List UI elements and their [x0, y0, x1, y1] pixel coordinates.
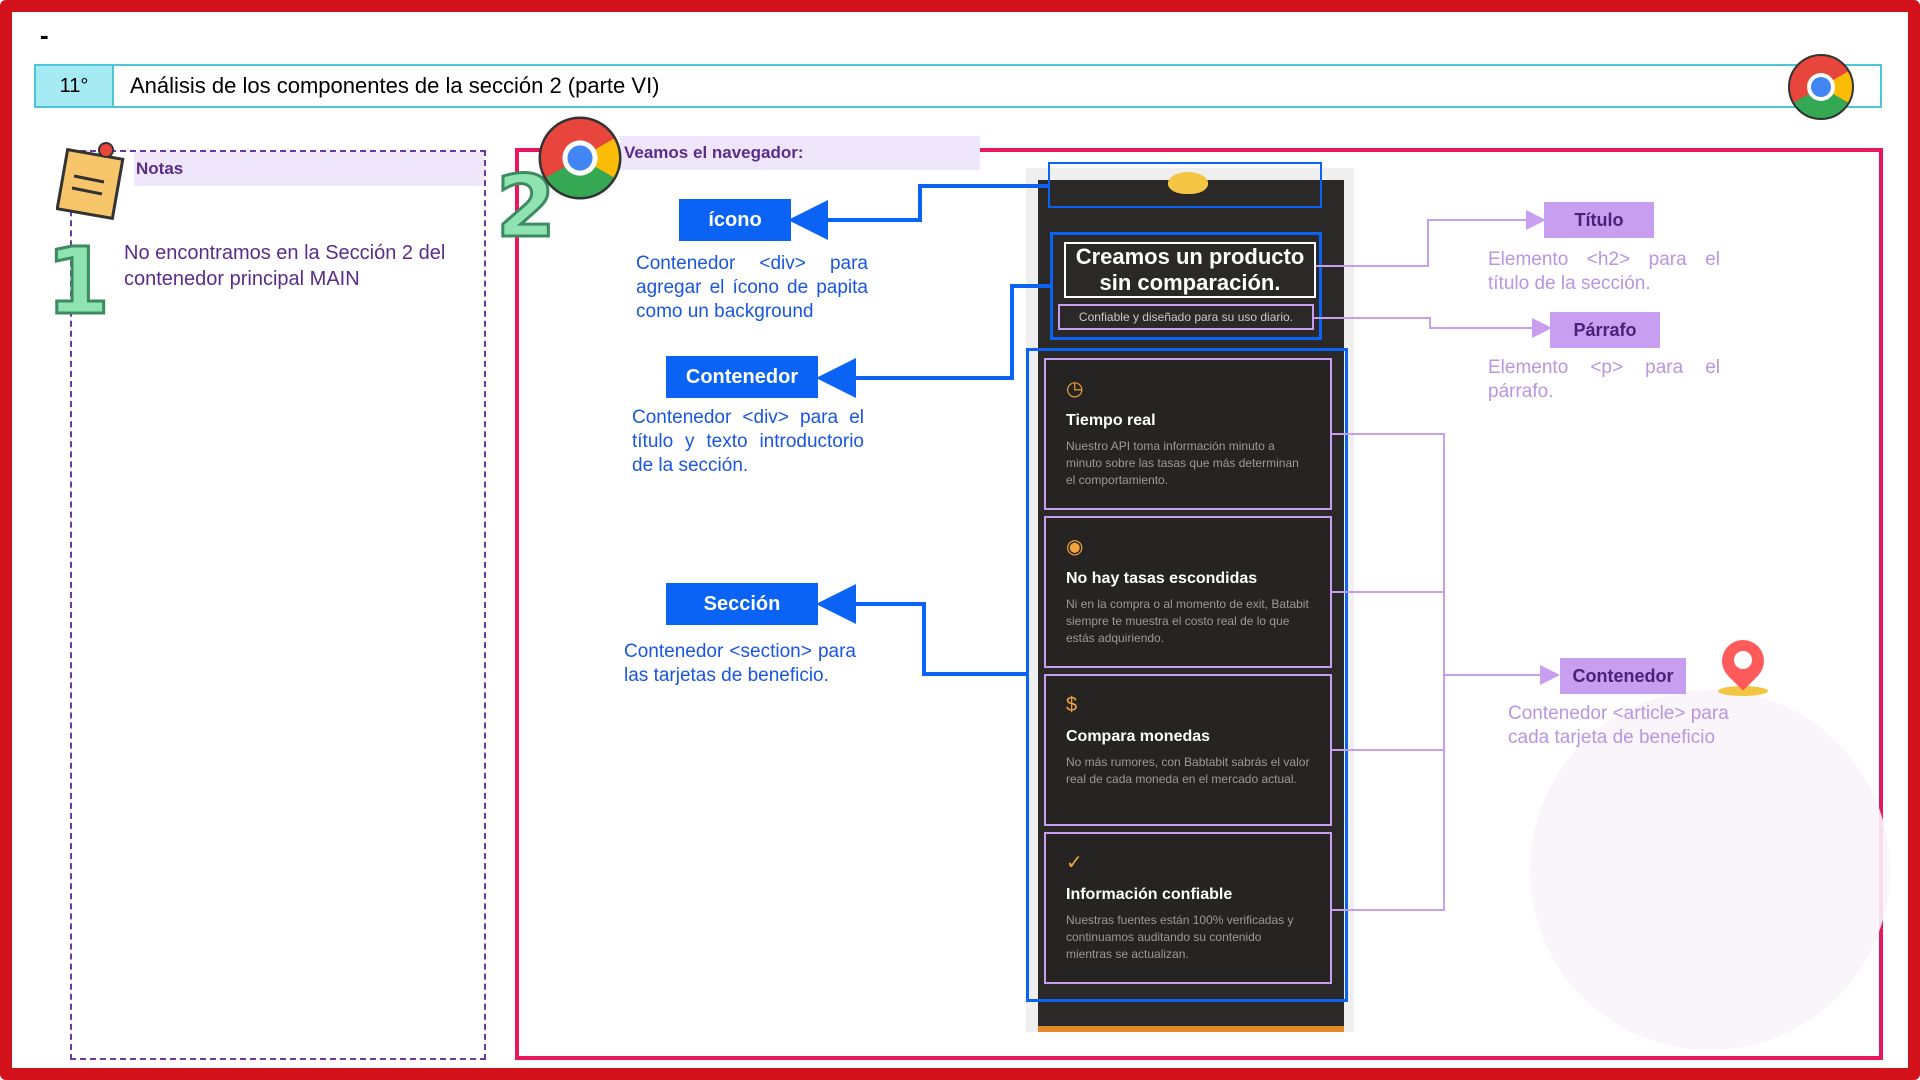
parrafo-label: Párrafo	[1550, 312, 1660, 348]
notes-text: No encontramos en la Sección 2 del conte…	[124, 242, 446, 290]
contenedor-div-description: Contenedor <div> para el título y texto …	[632, 407, 864, 476]
contenedor-article-description: Contenedor <article> para cada tarjeta d…	[1508, 703, 1729, 748]
pin-base	[1718, 686, 1768, 696]
parrafo-description: Elemento <p> para el párrafo.	[1488, 357, 1720, 402]
section-title: Creamos un producto sin comparación.	[1064, 242, 1316, 298]
dash-mark: -	[40, 20, 49, 50]
titulo-description: Elemento <h2> para el título de la secci…	[1488, 249, 1720, 294]
slide-header: 11° Análisis de los componentes de la se…	[34, 64, 1882, 108]
icono-description: Contenedor <div> para agregar el ícono d…	[636, 253, 868, 322]
icono-label: ícono	[679, 199, 791, 241]
section-highlight	[1026, 348, 1348, 1002]
card-title: Tiempo real	[1066, 412, 1156, 429]
card-title: Información confiable	[1066, 886, 1233, 903]
notes-heading: Notas	[134, 152, 484, 186]
benefit-card: ◉ No hay tasas escondidas Ni en la compr…	[1044, 516, 1332, 668]
benefit-card: $ Compara monedas No más rumores, con Ba…	[1044, 674, 1332, 826]
icon-container-highlight	[1048, 162, 1322, 208]
card-description: Ni en la compra o al momento de exit, Ba…	[1066, 597, 1309, 645]
notes-panel	[70, 150, 486, 1060]
card-description: No más rumores, con Babtabit sabrás el v…	[1066, 755, 1310, 786]
titulo-label: Título	[1544, 202, 1654, 238]
chrome-logo-icon	[1786, 52, 1856, 122]
card-title: Compara monedas	[1066, 728, 1211, 745]
card-description: Nuestro API toma información minuto a mi…	[1066, 439, 1299, 487]
check-circle-icon: ✓	[1066, 852, 1083, 874]
browser-heading: Veamos el navegador:	[620, 136, 980, 170]
section-paragraph: Confiable y diseñado para su uso diario.	[1058, 304, 1314, 330]
watermark-circle	[1530, 690, 1890, 1050]
eye-icon: ◉	[1066, 536, 1084, 558]
card-title: No hay tasas escondidas	[1066, 570, 1258, 587]
benefit-card: ◷ Tiempo real Nuestro API toma informaci…	[1044, 358, 1332, 510]
slide-title: Análisis de los componentes de la secció…	[130, 73, 660, 98]
browser-panel	[515, 148, 1883, 1060]
card-description: Nuestras fuentes están 100% verificadas …	[1066, 913, 1294, 961]
contenedor-div-label: Contenedor	[666, 356, 818, 398]
phone-bottom-bar	[1038, 1026, 1344, 1032]
benefit-card: ✓ Información confiable Nuestras fuentes…	[1044, 832, 1332, 984]
intro-container-highlight	[1050, 232, 1322, 340]
step-number-1: 1	[44, 228, 111, 335]
chrome-logo-icon	[536, 114, 624, 202]
seccion-description: Contenedor <section> para las tarjetas d…	[624, 641, 856, 686]
slide-number: 11°	[36, 66, 114, 106]
pin-center	[1734, 651, 1752, 669]
dollar-icon: $	[1066, 694, 1078, 716]
sticky-note-icon	[55, 140, 128, 221]
papita-icon	[1168, 172, 1208, 194]
seccion-label: Sección	[666, 583, 818, 625]
clock-icon: ◷	[1066, 378, 1084, 400]
contenedor-article-label: Contenedor	[1560, 658, 1686, 694]
